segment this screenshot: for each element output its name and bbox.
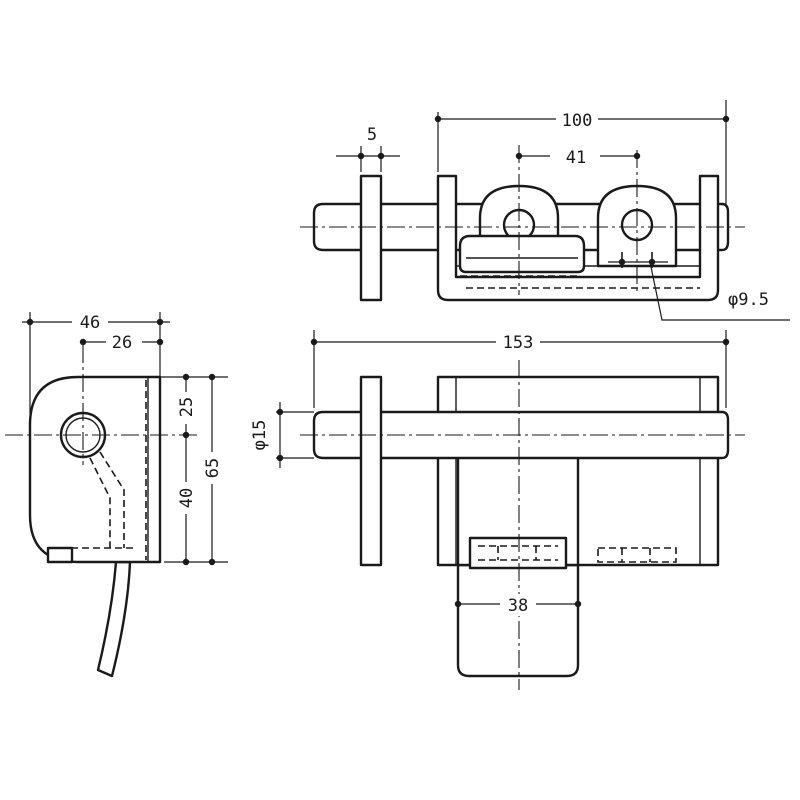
side-wire xyxy=(96,560,132,678)
dim-top-hole: φ9.5 xyxy=(728,290,769,310)
side-centerlines xyxy=(5,345,200,465)
front-stop-plate xyxy=(359,375,383,567)
side-bottom-tab xyxy=(46,546,74,564)
top-view xyxy=(300,145,745,302)
dim-front-length: 153 xyxy=(503,333,534,353)
dim-side-height: 65 xyxy=(203,458,223,478)
dimension-lines xyxy=(22,100,790,608)
dim-top-thickness: 5 xyxy=(367,125,377,145)
dim-front-rod: φ15 xyxy=(250,420,270,451)
front-slot-right xyxy=(597,547,677,563)
front-body-inner xyxy=(455,377,701,565)
top-stop-plate xyxy=(359,174,383,302)
top-centerlines xyxy=(300,145,745,295)
front-view xyxy=(300,360,745,690)
top-hidden-lines xyxy=(460,252,700,289)
dim-top-pitch: 41 xyxy=(566,148,586,168)
dim-top-width: 100 xyxy=(562,111,593,131)
dimension-labels: 100 5 41 φ9.5 153 φ15 38 46 26 25 40 65 xyxy=(72,108,769,616)
front-centerlines xyxy=(300,360,745,690)
front-handle-lower xyxy=(456,558,580,678)
dim-side-lower: 40 xyxy=(177,488,197,508)
front-slot-left-hidden xyxy=(478,545,558,561)
side-hidden-channel xyxy=(60,380,147,560)
top-handle-block xyxy=(458,234,586,274)
front-slot-left xyxy=(468,536,568,570)
side-view xyxy=(5,345,200,678)
dim-side-width: 46 xyxy=(80,313,100,333)
dim-side-offset: 26 xyxy=(112,333,132,353)
dim-side-upper: 25 xyxy=(177,397,197,417)
dim-front-handle: 38 xyxy=(508,596,528,616)
